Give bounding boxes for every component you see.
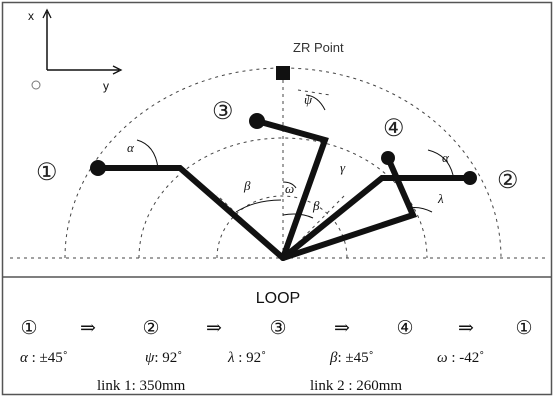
loop-arrow-1: ⇒ [80, 318, 96, 339]
range-psi: ψ: 92˚ [145, 350, 182, 366]
position-marker-4: ④ [383, 116, 405, 142]
y-axis-label: y [103, 79, 109, 93]
loop-arrow-4: ⇒ [458, 318, 474, 339]
link-2-length: link 2 : 260mm [310, 378, 402, 394]
zr-point-label: ZR Point [293, 40, 344, 55]
psi-arc [305, 94, 326, 111]
alpha-left-arc [136, 139, 159, 169]
angle-arcs [136, 94, 454, 219]
range-beta: β: ±45˚ [329, 350, 374, 366]
frame-x-y-axes-icon: x y [28, 8, 123, 93]
alpha-right-arc [427, 149, 454, 176]
alpha-label-right: α [442, 150, 450, 165]
loop-arrow-2: ⇒ [206, 318, 222, 339]
link-1-length: link 1: 350mm [97, 378, 186, 394]
arm-pose-4 [280, 155, 418, 261]
arm-pose-2 [280, 175, 469, 261]
gamma-label: γ [340, 160, 346, 175]
lambda-label: λ [437, 191, 444, 206]
psi-reference-dash [297, 89, 331, 96]
reach-arcs [10, 62, 548, 259]
loop-step-4: ④ [396, 318, 413, 339]
alpha-label-left: α [127, 140, 135, 155]
range-lambda: λ : 92˚ [227, 350, 266, 366]
loop-step-1: ① [20, 318, 37, 339]
loop-step-2: ② [142, 318, 159, 339]
range-omega: ω : -42˚ [437, 350, 484, 366]
loop-step-5: ① [515, 318, 532, 339]
loop-arrow-3: ⇒ [334, 318, 350, 339]
loop-step-3: ③ [269, 318, 286, 339]
joint-dots [90, 113, 477, 185]
joint-dot-icon [249, 113, 265, 129]
beta-label-left: β [243, 178, 251, 193]
loop-title: LOOP [256, 290, 300, 307]
zr-point-square-icon [276, 66, 290, 80]
range-alpha: α : ±45˚ [20, 350, 68, 366]
joint-dot-icon [463, 171, 477, 185]
lambda-arc [408, 207, 433, 213]
omega-label: ω [285, 181, 294, 196]
position-marker-2: ② [497, 168, 519, 194]
x-axis-label: x [28, 9, 34, 23]
omega-arc [282, 181, 297, 189]
beta-right-arc [282, 213, 314, 219]
origin-circle [31, 80, 41, 90]
inner-reach-arc [216, 195, 348, 259]
beta-label-right: β [312, 198, 320, 213]
psi-label: ψ [304, 92, 313, 107]
beta-left-arc [235, 199, 282, 213]
position-marker-3: ③ [212, 99, 234, 125]
arm-pose-1 [95, 165, 286, 261]
robot-arm-links [95, 118, 469, 261]
joint-dot-icon [381, 151, 395, 165]
joint-dot-icon [90, 160, 106, 176]
position-marker-1: ① [36, 160, 58, 186]
loop-sequence: ① ⇒ ② ⇒ ③ ⇒ ④ ⇒ ① [20, 318, 532, 339]
arm-pose-3 [254, 118, 329, 261]
angle-ranges: α : ±45˚ ψ: 92˚ λ : 92˚ β: ±45˚ ω : -42˚ [20, 350, 484, 366]
